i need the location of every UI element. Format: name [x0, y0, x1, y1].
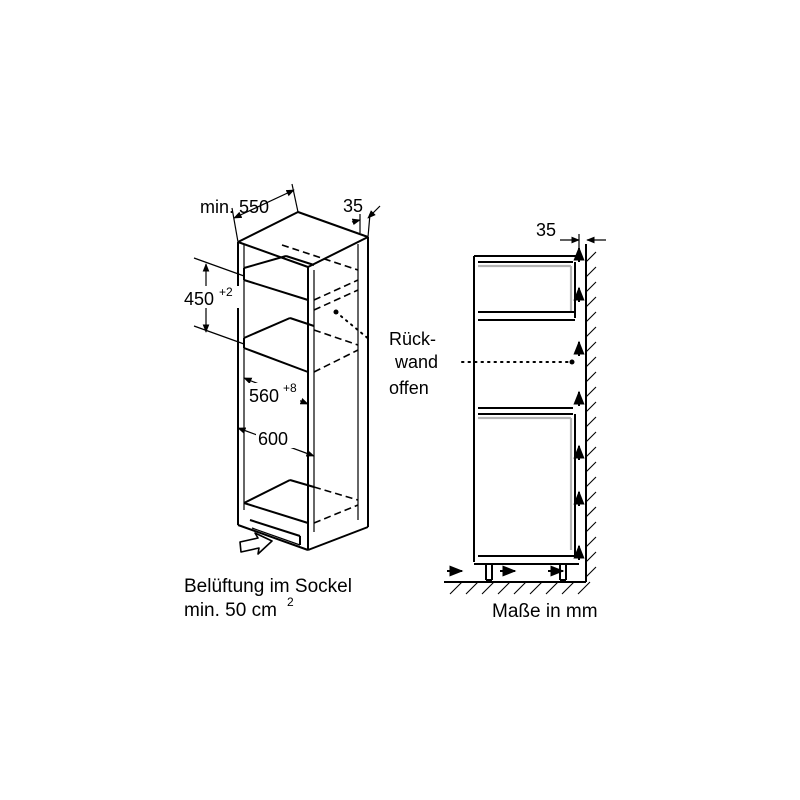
niche-shelf	[243, 317, 359, 373]
cabinet-front	[237, 211, 369, 532]
plinth	[237, 512, 369, 551]
dim-outer-width: 600	[237, 427, 315, 457]
section-upper-shelf	[478, 261, 576, 321]
dim-depth: min. 550	[200, 183, 299, 243]
label-top-offset: 35	[343, 196, 363, 216]
rear-wall-leaders	[333, 309, 575, 365]
caption-units: Maße in mm	[492, 601, 598, 622]
label-niche-width-tol: +8	[283, 381, 297, 395]
dim-niche-height: 450 +2	[183, 257, 245, 345]
side-section-view: 35 Maße in mm	[444, 220, 606, 622]
tall-cabinet-view: min. 550 35 450 +2 560 +8	[183, 183, 575, 621]
dim-wall-gap: 35	[536, 220, 606, 256]
upper-shelf	[243, 244, 359, 311]
caption-plinth-vent-sup: 2	[287, 595, 294, 609]
caption-plinth-vent-2: min. 50 cm	[184, 600, 277, 621]
label-rear-wall-2: wand	[394, 352, 438, 372]
label-niche-width: 560	[249, 386, 279, 406]
label-niche-height: 450	[184, 289, 214, 309]
label-rear-wall-1: Rück-	[389, 329, 436, 349]
plinth-inlet-arrow-icon	[239, 532, 273, 555]
dim-top-offset: 35	[343, 196, 381, 238]
label-wall-gap: 35	[536, 220, 556, 240]
label-depth: min. 550	[200, 197, 269, 217]
wall	[444, 244, 597, 595]
label-outer-width: 600	[258, 429, 288, 449]
label-niche-height-tol: +2	[219, 285, 233, 299]
dim-niche-width: 560 +8	[243, 377, 309, 406]
label-rear-wall-3: offen	[389, 378, 429, 398]
caption-plinth-vent-1: Belüftung im Sockel	[184, 576, 352, 597]
lower-compartment	[243, 479, 359, 524]
section-lower-box	[478, 407, 576, 557]
